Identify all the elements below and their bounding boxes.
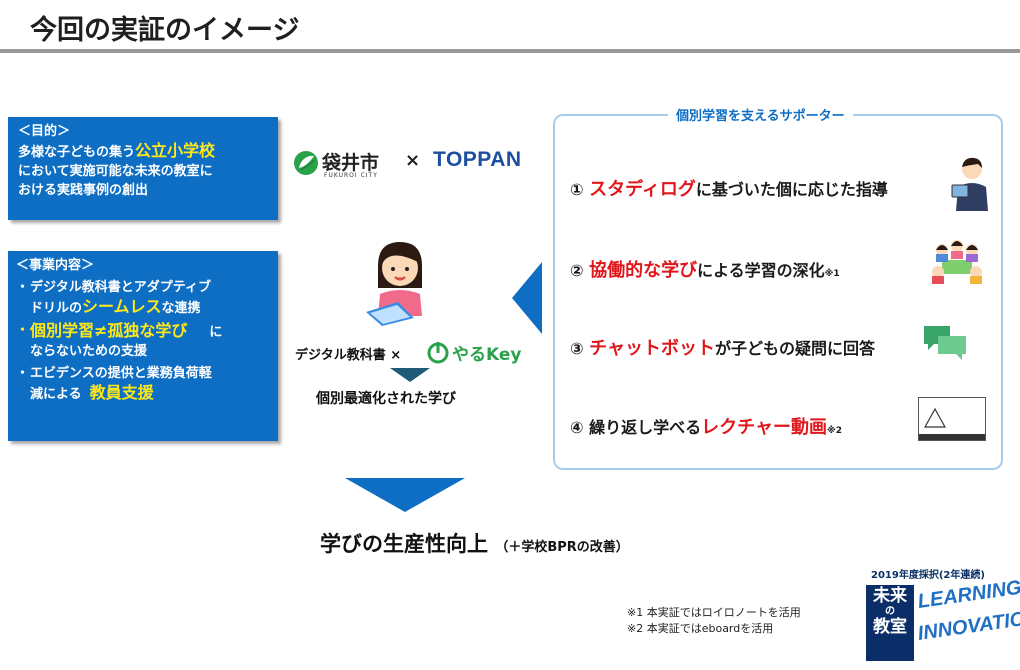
business-item-1: ・ デジタル教科書とアダプティブ ドリルのシームレスな連携 <box>16 278 270 318</box>
page-title: 今回の実証のイメージ <box>30 15 300 46</box>
bullet: ・ <box>16 323 30 338</box>
small-down-arrow-icon <box>390 368 430 382</box>
lecture-video-thumbnail <box>918 397 986 441</box>
item4-note: ※2 <box>826 426 842 436</box>
item1-red: スタディログ <box>589 179 696 200</box>
video-control-bar <box>919 434 985 440</box>
item-number: ① <box>570 180 584 199</box>
business-item3-highlight: 教員支援 <box>89 383 154 402</box>
fukuroi-name: 袋井市 <box>322 152 380 174</box>
left-arrow-icon <box>512 262 542 334</box>
supporter-item-3: ③ チャットボットが子どもの疑問に回答 <box>570 334 875 360</box>
digital-textbook-label: デジタル教科書 × <box>295 348 402 363</box>
teacher-icon <box>951 157 988 211</box>
item4-rest: 繰り返し学べる <box>589 418 702 437</box>
triangle-figure-icon <box>924 408 946 428</box>
optimized-learning-label: 個別最適化された学び <box>316 391 456 407</box>
business-item3-prefix: 減による <box>30 387 82 402</box>
result-line: 学びの生産性向上 （＋学校BPRの改善） <box>320 528 629 558</box>
purpose-heading: ＜目的＞ <box>18 124 71 139</box>
badge-learning: LEARNING <box>916 576 1020 613</box>
business-item1-line1: デジタル教科書とアダプティブ <box>30 280 211 295</box>
purpose-line2: において実施可能な未来の教室に <box>18 164 213 179</box>
badge-year: 2019年度採択(2年連続) <box>871 570 985 581</box>
bullet: ・ <box>16 280 30 295</box>
result-main: 学びの生産性向上 <box>320 532 488 556</box>
badge-kyoshitsu: 教室 <box>873 617 907 637</box>
purpose-highlight: 公立小学校 <box>135 141 216 160</box>
chat-bubble-icon <box>924 326 966 360</box>
item4-red: レクチャー動画 <box>701 417 827 438</box>
business-item3-line1: エビデンスの提供と業務負荷軽 <box>30 366 212 381</box>
badge-mirai: 未来 <box>873 586 907 606</box>
supporter-item-1: ① スタディログに基づいた個に応じた指導 <box>570 175 888 201</box>
result-sub: （＋学校BPRの改善） <box>495 540 629 555</box>
business-item2-line2: ならないための支援 <box>30 344 148 359</box>
title-divider <box>0 49 1020 53</box>
item3-red: チャットボット <box>589 338 715 359</box>
item2-red: 協働的な学び <box>589 260 698 281</box>
purpose-line3: おける実践事例の創出 <box>18 183 149 198</box>
supporter-title: 個別学習を支えるサポーター <box>668 105 853 124</box>
fukuroi-sub: FUKUROI CITY <box>324 172 378 179</box>
child-tablet-icon <box>366 242 422 326</box>
item3-rest: が子どもの疑問に回答 <box>714 339 875 358</box>
toppan-logo: TOPPAN <box>433 148 522 171</box>
footnote-2: ※2 本実証ではeboardを活用 <box>627 622 774 635</box>
business-item1-suffix: な連携 <box>161 301 201 316</box>
bullet: ・ <box>16 366 30 381</box>
yarukey-text: やるKey <box>452 345 522 365</box>
supporter-item-2: ② 協働的な学びによる学習の深化※1 <box>570 256 840 282</box>
business-item2-suffix: に <box>209 325 223 340</box>
item2-rest: による学習の深化 <box>697 261 825 280</box>
business-item1-prefix: ドリルの <box>30 301 83 316</box>
collab-cross: × <box>405 150 421 171</box>
item-number: ③ <box>570 339 584 358</box>
badge-no: の <box>885 606 895 617</box>
fukuroi-city-logo: 袋井市 FUKUROI CITY <box>293 148 398 182</box>
item-number: ② <box>570 261 584 280</box>
business-item-3: ・ エビデンスの提供と業務負荷軽 減による教員支援 <box>16 364 270 404</box>
purpose-line1-prefix: 多様な子どもの集う <box>18 145 136 160</box>
purpose-line1: 多様な子どもの集う公立小学校 <box>18 141 268 162</box>
badge-right-block: LEARNING INNOVATION <box>916 577 1020 659</box>
group-learning-icon <box>932 240 982 284</box>
mirai-no-kyoshitsu-badge: 未来 の 教室 LEARNING INNOVATION <box>866 577 1020 663</box>
fukuroi-leaf-icon <box>294 151 318 175</box>
footnote-1: ※1 本実証ではロイロノートを活用 <box>627 606 801 619</box>
big-down-arrow-icon <box>345 478 465 512</box>
business-item2-highlight: 個別学習≠孤独な学び <box>30 321 188 340</box>
yarukey-logo: やるKey <box>427 342 522 365</box>
purpose-box: ＜目的＞ 多様な子どもの集う公立小学校 において実施可能な未来の教室に おける実… <box>8 117 278 220</box>
item1-rest: に基づいた個に応じた指導 <box>695 180 888 199</box>
item2-note: ※1 <box>824 269 840 279</box>
badge-left-block: 未来 の 教室 <box>866 585 914 661</box>
business-item-2: ・ 個別学習≠孤独な学び に ならないための支援 <box>16 321 270 361</box>
item-number: ④ <box>570 418 584 437</box>
business-item1-highlight: シームレス <box>82 297 162 316</box>
supporter-item-4: ④ 繰り返し学べるレクチャー動画※2 <box>570 413 842 439</box>
business-box: ＜事業内容＞ ・ デジタル教科書とアダプティブ ドリルのシームレスな連携 ・ 個… <box>8 251 278 441</box>
business-heading: ＜事業内容＞ <box>16 258 95 273</box>
footnotes: ※1 本実証ではロイロノートを活用 ※2 本実証ではeboardを活用 <box>627 605 801 637</box>
